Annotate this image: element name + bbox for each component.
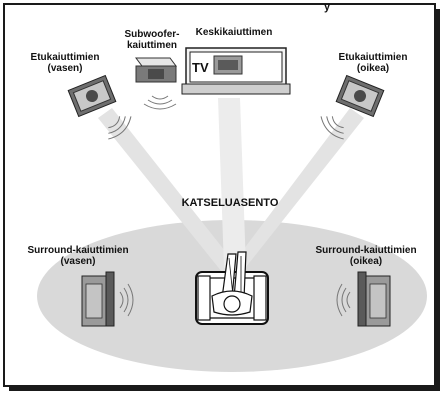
- surround-left-label: Surround-kaiuttimien (vasen): [8, 245, 148, 267]
- tv-base: [181, 83, 291, 95]
- surround-right-label-line1: Surround-kaiuttimien: [315, 245, 417, 256]
- subwoofer-label-line2: kaiuttimen: [126, 40, 177, 51]
- viewing-position-label: KATSELUASENTO: [182, 197, 279, 209]
- front-right-speaker: [335, 74, 385, 118]
- front-left-label-line2: (vasen): [47, 63, 83, 74]
- tv-center-speaker: TV: [181, 47, 291, 95]
- surround-left-label-line2: (vasen): [60, 256, 96, 267]
- center-speaker-cone: [218, 60, 238, 70]
- tv-label: TV: [192, 60, 209, 75]
- surround-right-label: Surround-kaiuttimien (oikea): [296, 245, 436, 267]
- front-right-label-line1: Etukaiuttimien: [338, 52, 408, 63]
- surround-left-label-line1: Surround-kaiuttimien: [27, 245, 129, 256]
- listener-head: [223, 295, 241, 313]
- subwoofer-label-line1: Subwoofer-: [124, 29, 180, 40]
- surround-left-speaker: [81, 271, 115, 327]
- title-fragment: y: [324, 1, 331, 13]
- front-right-label: Etukaiuttimien (oikea): [318, 52, 428, 74]
- center-label: Keskikaiuttimen: [184, 27, 284, 38]
- subwoofer-speaker: [135, 57, 177, 83]
- front-left-beam: [98, 108, 240, 272]
- surround-right-speaker: [357, 271, 391, 327]
- front-right-beam: [228, 108, 364, 272]
- surround-right-label-line2: (oikea): [349, 256, 383, 267]
- center-label-line1: Keskikaiuttimen: [195, 27, 273, 38]
- front-left-label-line1: Etukaiuttimien: [30, 52, 100, 63]
- center-beam: [218, 98, 246, 268]
- listener-armchair: [195, 251, 269, 325]
- front-left-label: Etukaiuttimien (vasen): [10, 52, 120, 74]
- subwoofer-label: Subwoofer- kaiuttimen: [112, 29, 192, 51]
- front-left-speaker: [67, 74, 117, 118]
- front-right-label-line2: (oikea): [356, 63, 390, 74]
